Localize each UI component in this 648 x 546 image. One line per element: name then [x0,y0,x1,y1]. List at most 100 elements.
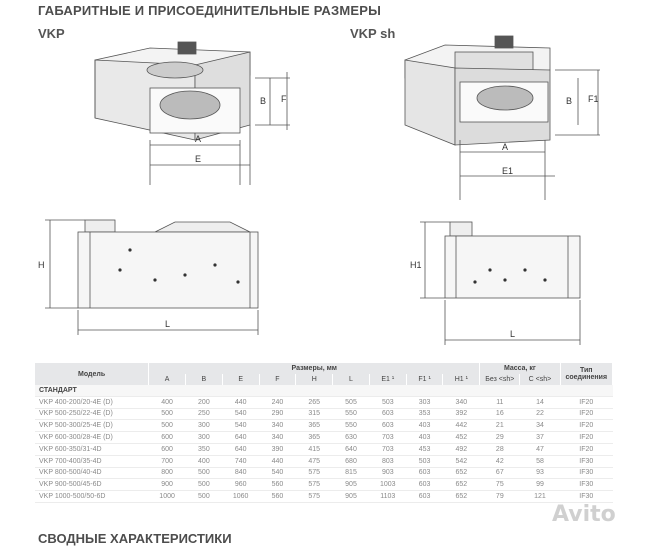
value-cell: 800 [148,467,186,480]
value-cell: IF20 [560,431,613,444]
value-cell: 492 [442,443,480,456]
value-cell: 500 [185,490,223,503]
value-cell: 815 [332,467,370,480]
value-cell: 390 [259,443,296,456]
value-cell: 14 [519,396,561,409]
model-cell: VKP 900-500/45-6D [35,478,149,492]
value-cell: 21 [479,419,520,433]
value-cell: 300 [185,419,223,433]
value-cell: 300 [185,431,223,444]
value-cell: 960 [222,478,260,492]
watermark: Avito [552,502,616,527]
value-cell: IF20 [560,443,613,456]
value-cell: 550 [332,408,370,421]
value-cell: IF20 [560,396,613,409]
value-cell: 240 [259,396,296,409]
value-cell: 652 [442,490,480,503]
subheader-cell: E [222,374,260,385]
value-cell: 475 [295,455,333,468]
value-cell: 1103 [369,490,407,503]
value-cell: 290 [259,408,296,421]
dim-l-vkp-sh: L [510,329,515,339]
vkp-isometric-drawing [94,41,290,185]
value-cell: 540 [222,419,260,433]
subheader-cell: С <sh> [519,374,561,385]
value-cell: 340 [259,431,296,444]
dim-h-vkp: H [38,260,45,270]
value-cell: 603 [369,408,407,421]
vkp-sh-side-view-drawing [420,221,581,345]
value-cell: 340 [442,396,480,409]
dim-b-vkp-sh: B [566,96,572,106]
subheader-cell: E1 ¹ [369,374,407,385]
value-cell: 99 [519,478,561,492]
model-cell: VKP 700-400/35-4D [35,455,149,468]
value-cell: 93 [519,467,561,480]
value-cell: 392 [442,408,480,421]
section-label: СТАНДАРТ [35,385,613,397]
dimension-drawings: A E B F H L A E1 B F1 H1 L [38,35,600,345]
value-cell: 840 [222,467,260,480]
value-cell: 442 [442,419,480,433]
value-cell: 600 [148,431,186,444]
value-cell: 560 [259,478,296,492]
value-cell: 905 [332,478,370,492]
dim-a-vkp: A [195,134,201,144]
model-cell: VKP 600-350/31-4D [35,443,149,456]
value-cell: 47 [519,443,561,456]
value-cell: 1000 [148,490,186,503]
value-cell: 575 [295,467,333,480]
value-cell: 365 [295,431,333,444]
subheader-cell: L [332,374,370,385]
variant-label-vkp: VKP [38,26,65,41]
value-cell: 603 [406,467,443,480]
value-cell: 500 [185,478,223,492]
section-heading: ГАБАРИТНЫЕ И ПРИСОЕДИНИТЕЛЬНЫЕ РАЗМЕРЫ [38,3,382,18]
value-cell: 440 [259,455,296,468]
value-cell: 903 [369,467,407,480]
subheader-cell: H [295,374,334,385]
dim-l-vkp: L [165,319,170,329]
header-connection: Тип соединения [560,363,614,385]
value-cell: 440 [222,396,260,409]
value-cell: 67 [479,467,520,480]
value-cell: IF30 [560,455,613,468]
value-cell: 603 [369,419,407,433]
value-cell: 575 [295,490,333,503]
dim-a-vkp-sh: A [502,142,508,152]
value-cell: 652 [442,478,480,492]
subheader-cell: A [148,374,186,385]
value-cell: 640 [222,431,260,444]
value-cell: 400 [148,396,186,409]
value-cell: 640 [332,443,370,456]
value-cell: 200 [185,396,223,409]
value-cell: 803 [369,455,407,468]
value-cell: 16 [479,408,520,421]
value-cell: 540 [259,467,296,480]
value-cell: 575 [295,478,333,492]
value-cell: 265 [295,396,333,409]
value-cell: 22 [519,408,561,421]
value-cell: 703 [369,443,407,456]
value-cell: 652 [442,467,480,480]
value-cell: 550 [332,419,370,433]
value-cell: 365 [295,419,333,433]
value-cell: 28 [479,443,520,456]
value-cell: 453 [406,443,443,456]
value-cell: IF20 [560,408,613,421]
value-cell: 640 [222,443,260,456]
value-cell: 603 [406,490,443,503]
model-cell: VKP 600-300/28-4E (D) [35,431,149,444]
model-cell: VKP 500-250/22-4E (D) [35,408,149,421]
model-cell: VKP 1000-500/50-6D [35,490,149,503]
value-cell: 740 [222,455,260,468]
value-cell: 452 [442,431,480,444]
vkp-sh-isometric-drawing [404,35,600,200]
footer-heading: СВОДНЫЕ ХАРАКТЕРИСТИКИ [38,531,232,546]
dim-e1-vkp-sh: E1 [502,166,513,176]
value-cell: IF30 [560,478,613,492]
